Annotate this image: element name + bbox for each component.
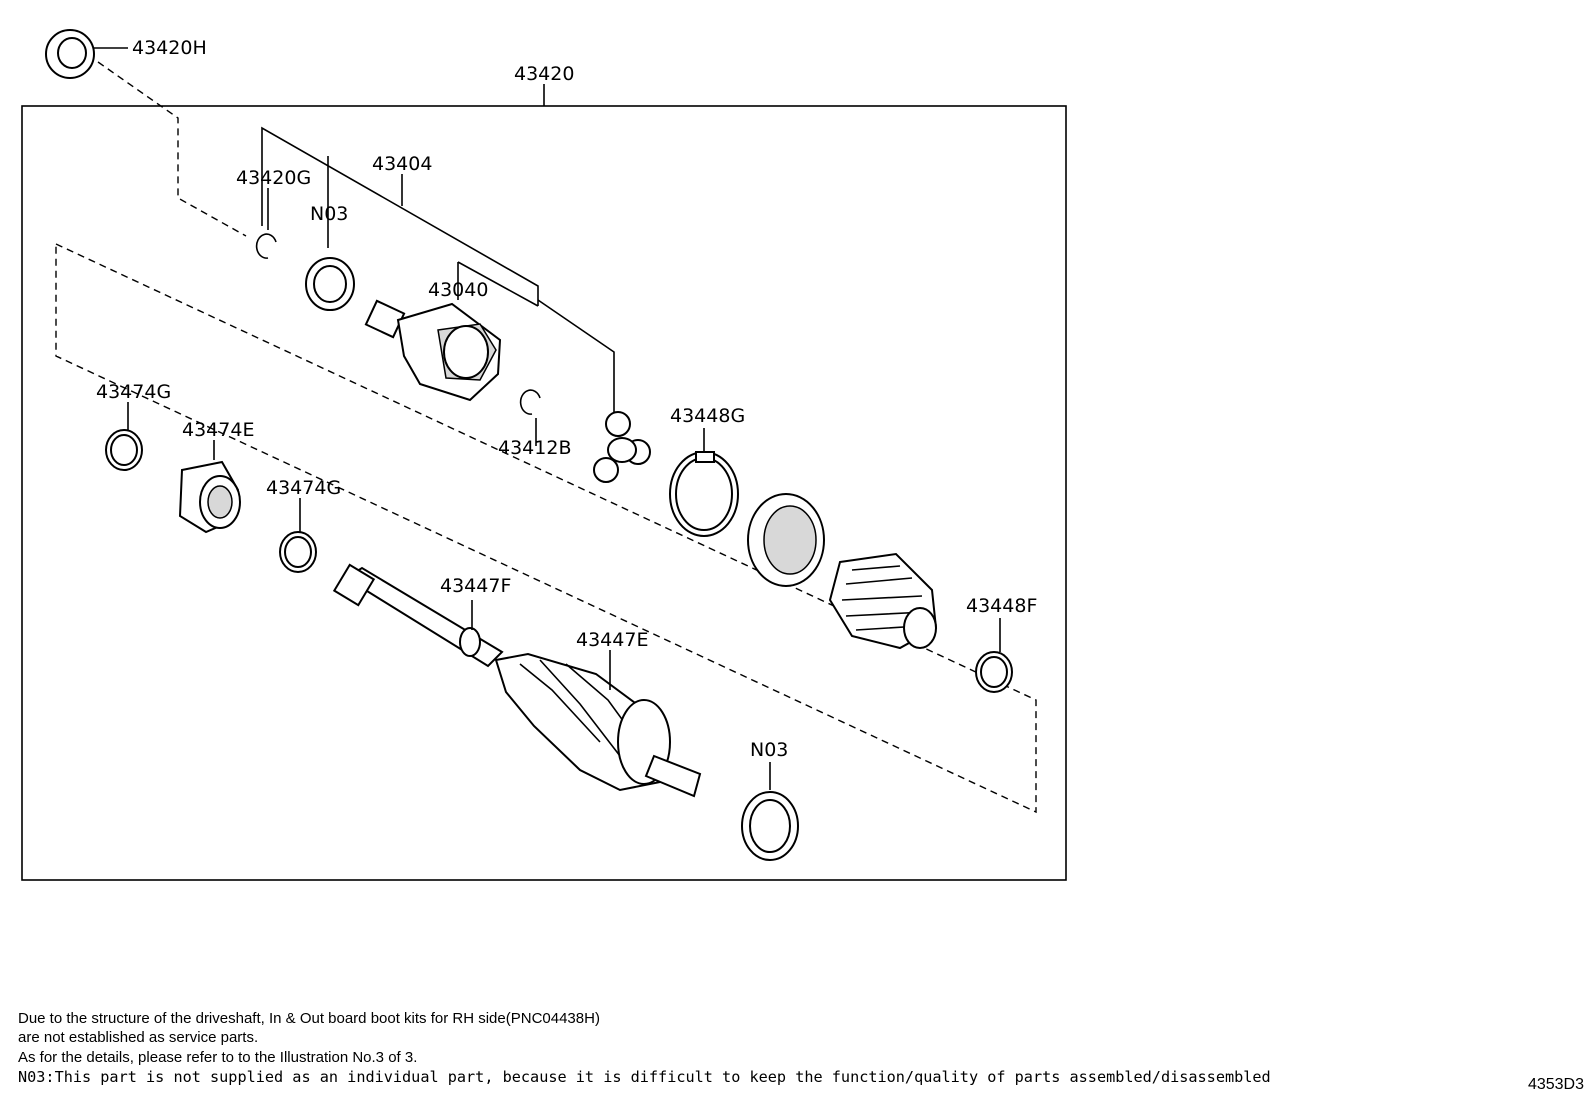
label-43474g-left: 43474G — [96, 381, 171, 403]
seal-n03-top — [305, 257, 355, 311]
figure-code: 4353D3 — [1527, 1076, 1584, 1093]
snap-ring-43412b — [519, 389, 541, 446]
joint-housing-43040 — [364, 299, 502, 402]
label-43040: 43040 — [428, 279, 488, 301]
inboard-boot — [747, 493, 938, 650]
label-43447e: 43447E — [576, 629, 648, 651]
seal-n03-bottom — [741, 762, 799, 861]
label-n03-bottom: N03 — [750, 739, 788, 761]
label-43474g-mid: 43474G — [266, 477, 341, 499]
assembly-frame — [21, 105, 1067, 881]
label-43448g: 43448G — [670, 405, 745, 427]
label-43420: 43420 — [514, 63, 574, 85]
snap-ring-43420g — [255, 188, 277, 259]
label-43420h: 43420H — [132, 37, 207, 59]
label-43448f: 43448F — [966, 595, 1037, 617]
label-43412b: 43412B — [498, 437, 571, 459]
boot-clamp-43448f — [975, 618, 1013, 693]
boot-clamp-43474g-left — [105, 402, 143, 471]
note-line-4: N03:This part is not supplied as an indi… — [18, 1068, 1271, 1086]
note-line-3: As for the details, please refer to to t… — [18, 1049, 418, 1066]
boot-clamp-43448g — [669, 428, 739, 537]
note-line-2: are not established as service parts. — [18, 1029, 259, 1046]
label-n03-top: N03 — [310, 203, 348, 225]
tripod-spider — [593, 411, 651, 483]
note-line-1: Due to the structure of the driveshaft, … — [18, 1010, 600, 1027]
driveshaft-outboard — [332, 563, 702, 798]
boot-clamp-43474g-mid — [279, 498, 317, 573]
label-43420g: 43420G — [236, 167, 311, 189]
seal-43420h — [45, 29, 128, 79]
label-43447f: 43447F — [440, 575, 511, 597]
label-43404: 43404 — [372, 153, 432, 175]
damper-43474e — [178, 440, 241, 534]
label-43474e: 43474E — [182, 419, 254, 441]
